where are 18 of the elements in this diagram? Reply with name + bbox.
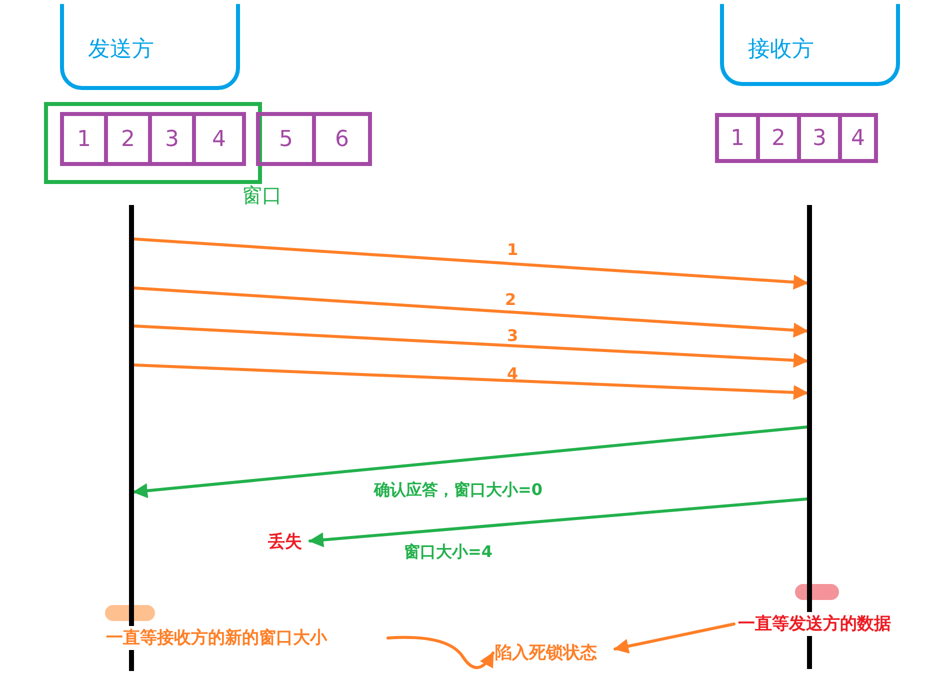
arrow <box>132 286 808 338</box>
arrow <box>132 426 808 498</box>
arrow <box>132 238 808 290</box>
arrow <box>614 622 736 654</box>
arrow <box>308 498 808 548</box>
edge-label: 3 <box>506 326 520 345</box>
party-box: 发送方 <box>60 4 240 90</box>
window-label: 窗口 <box>242 182 282 209</box>
arrow <box>132 324 808 368</box>
lost-label: 丢失 <box>268 530 310 552</box>
arrow <box>386 636 494 669</box>
edge-label: 窗口大小=4 <box>403 542 494 563</box>
edge-label: 2 <box>504 290 518 309</box>
edge-label: 1 <box>506 240 520 259</box>
arrow <box>132 364 808 400</box>
edge-label: 4 <box>506 364 520 383</box>
party-box: 接收方 <box>720 4 900 86</box>
edge-label: 确认应答，窗口大小=0 <box>372 480 544 501</box>
